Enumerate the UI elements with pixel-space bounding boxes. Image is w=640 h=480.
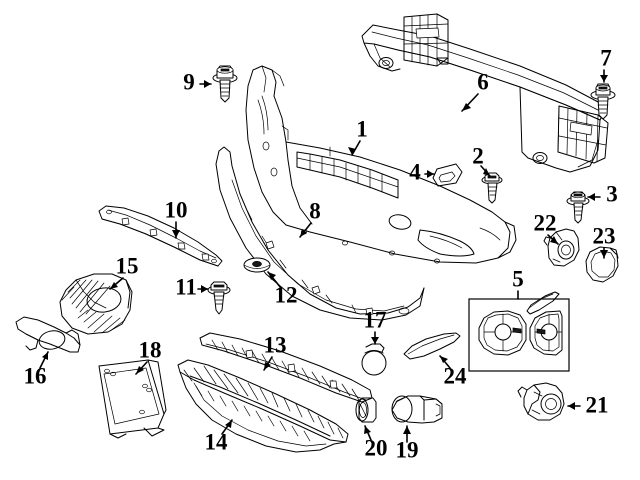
part-bolt-7 xyxy=(590,83,616,120)
callout-23: 23 xyxy=(593,223,616,248)
part-nozzle-cover xyxy=(585,246,619,283)
callout-18: 18 xyxy=(139,337,162,362)
part-washer-nozzle xyxy=(543,228,580,267)
fog-lamp-housing-left xyxy=(478,310,527,356)
part-lower-valance xyxy=(215,146,425,321)
callout-13: 13 xyxy=(264,332,287,357)
callout-24: 24 xyxy=(444,363,468,388)
part-tow-hook-cover xyxy=(432,163,463,187)
callout-16: 16 xyxy=(24,363,47,388)
part-license-plate-bracket xyxy=(98,359,167,439)
part-grille-upper xyxy=(199,332,373,403)
part-sensor-bracket xyxy=(517,382,565,421)
callout-7: 7 xyxy=(600,45,612,70)
callout-4: 4 xyxy=(409,159,421,184)
callout-20: 20 xyxy=(365,435,388,460)
part-trim-cover-small xyxy=(15,316,81,353)
part-fog-lamp-bezel xyxy=(59,273,133,335)
part-sensor-retaining-ring xyxy=(355,397,377,423)
callout-10: 10 xyxy=(165,197,188,222)
fog-lamp-housing-right xyxy=(529,310,563,356)
callout-3: 3 xyxy=(606,181,618,206)
part-grille-lower-mesh xyxy=(177,359,349,453)
part-cap-bulb xyxy=(361,343,387,376)
trim-clip-detail xyxy=(526,291,560,315)
part-push-rivet xyxy=(207,281,231,315)
part-bumper-cover xyxy=(245,65,517,264)
callout-1: 1 xyxy=(356,116,368,141)
callout-17: 17 xyxy=(364,307,387,332)
callout-14: 14 xyxy=(205,429,229,454)
part-screw-2 xyxy=(481,172,503,204)
callout-21: 21 xyxy=(586,392,609,417)
callout-9: 9 xyxy=(183,69,195,94)
callout-22: 22 xyxy=(534,210,557,235)
callout-2: 2 xyxy=(472,143,484,168)
callout-5: 5 xyxy=(512,266,524,291)
callout-12: 12 xyxy=(275,282,298,307)
leader-lines xyxy=(39,69,608,443)
callout-19: 19 xyxy=(396,437,419,462)
callout-numbers: 1 2 3 4 5 6 7 8 9 10 11 12 13 14 15 16 1… xyxy=(24,45,618,462)
part-screw-3 xyxy=(566,191,590,224)
callout-15: 15 xyxy=(116,253,139,278)
part-trim-strip-upper xyxy=(98,205,223,267)
part-trim-molding xyxy=(403,332,461,360)
part-impact-bar xyxy=(361,13,609,173)
detail-inset-box xyxy=(468,291,570,372)
callout-11: 11 xyxy=(175,274,197,299)
part-parking-sensor xyxy=(391,395,443,424)
part-bolt-9 xyxy=(212,65,238,103)
callout-8: 8 xyxy=(309,198,321,223)
callout-6: 6 xyxy=(477,69,489,94)
part-grommet-washer xyxy=(243,257,271,273)
